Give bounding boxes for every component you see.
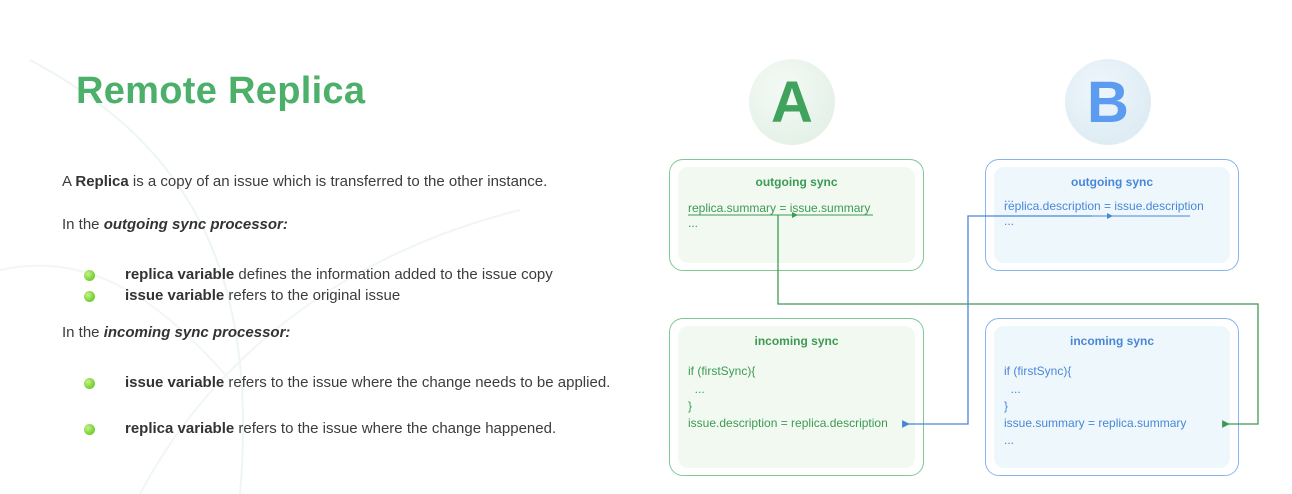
b-incoming-line: issue.summary = replica.summary: [1004, 416, 1187, 430]
outgoing-heading: In the outgoing sync processor:: [62, 216, 288, 233]
b-outgoing-title: outgoing sync: [1071, 175, 1153, 189]
a-incoming-sync-box: incoming sync if (firstSync){ ... } issu…: [669, 318, 924, 476]
a-incoming-line: ...: [688, 382, 705, 396]
b-incoming-sync-box: incoming sync if (firstSync){ ... } issu…: [985, 318, 1239, 476]
page-title: Remote Replica: [76, 70, 366, 112]
instance-a-badge: A: [749, 59, 835, 145]
bullet-icon: [84, 270, 95, 281]
replica-term: Replica: [75, 173, 129, 190]
list-item: issue variable refers to the issue where…: [62, 373, 635, 393]
list-item: issue variable refers to the original is…: [62, 286, 665, 306]
intro-paragraph: A Replica is a copy of an issue which is…: [62, 173, 548, 190]
b-incoming-line: if (firstSync){: [1004, 364, 1072, 378]
b-outgoing-line: replica.description = issue.description: [1004, 199, 1204, 213]
b-outgoing-line: ...: [1004, 191, 1015, 205]
a-incoming-line: }: [688, 399, 693, 413]
b-incoming-line: ...: [1004, 382, 1021, 396]
bullet-icon: [84, 291, 95, 302]
a-outgoing-title: outgoing sync: [755, 175, 838, 189]
b-outgoing-sync-box: outgoing sync ... replica.description = …: [985, 159, 1239, 271]
bullet-icon: [84, 424, 95, 435]
a-incoming-line: if (firstSync){: [688, 364, 756, 378]
a-outgoing-line: replica.summary = issue.summary: [688, 201, 871, 215]
a-incoming-line: issue.description = replica.description: [688, 416, 888, 430]
b-incoming-title: incoming sync: [1069, 334, 1155, 348]
b-incoming-line: ...: [1004, 433, 1015, 447]
list-item: replica variable defines the information…: [62, 265, 665, 285]
b-outgoing-line: ...: [1004, 214, 1015, 228]
a-outgoing-line: ...: [688, 216, 699, 230]
incoming-heading: In the incoming sync processor:: [62, 324, 291, 341]
instance-b-badge: B: [1065, 59, 1151, 145]
a-incoming-title: incoming sync: [754, 334, 839, 348]
bullet-icon: [84, 378, 95, 389]
list-item: replica variable refers to the issue whe…: [62, 419, 665, 439]
a-outgoing-sync-box: outgoing sync replica.summary = issue.su…: [669, 159, 924, 271]
b-incoming-line: }: [1004, 399, 1009, 413]
